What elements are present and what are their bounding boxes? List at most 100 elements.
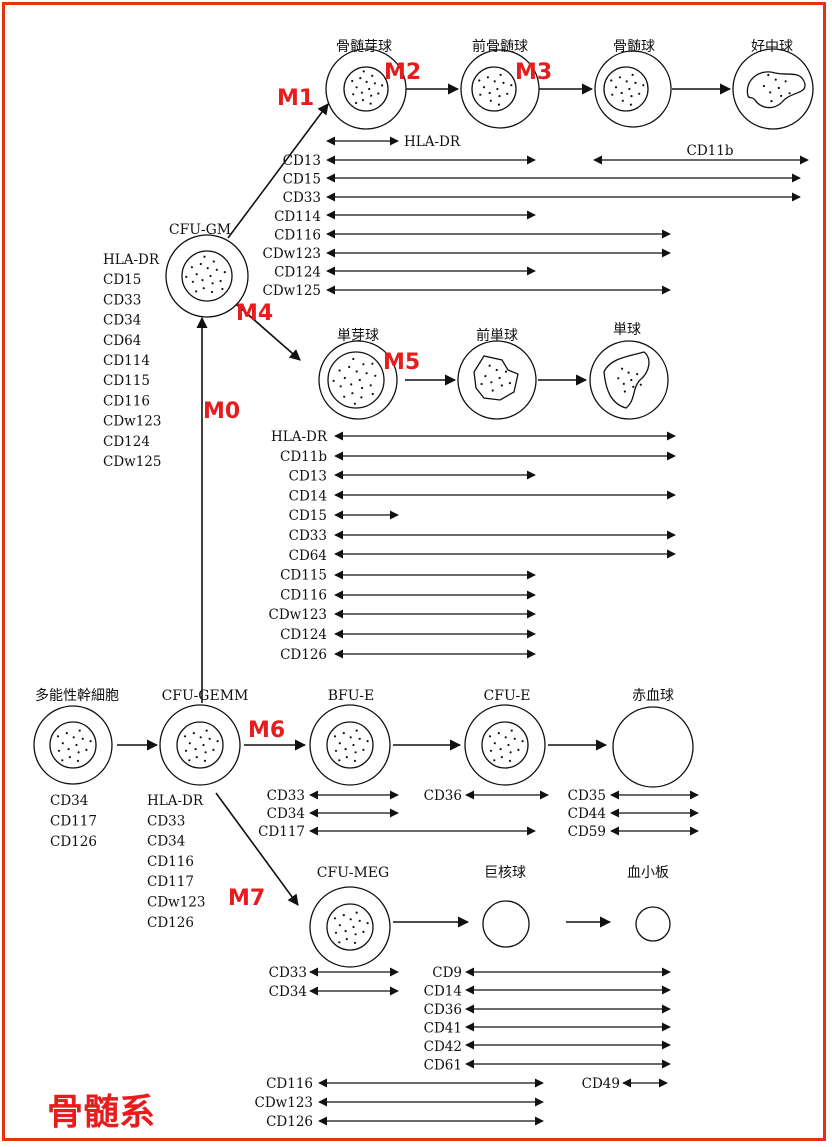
cd-marker-lists: HLA-DRCD15CD33CD34CD64CD114CD115CD116CDw… (50, 153, 606, 1130)
label-cfu-e: CFU-E (484, 688, 531, 704)
gm-marker-label: CD15 (103, 272, 141, 288)
gm-marker-label: CD116 (103, 393, 150, 409)
neutro-marker-label: CDw125 (263, 283, 321, 299)
label-neutrophil: 好中球 (751, 39, 793, 55)
neutro-cd11b-label: CD11b (687, 143, 734, 159)
gm-marker-label: CD33 (103, 292, 141, 308)
gm-marker-label: CD124 (103, 434, 150, 450)
label-cfu-gemm: CFU-GEMM (162, 688, 249, 704)
mono-marker-label: CD126 (280, 647, 327, 663)
label-bfu-e: BFU-E (328, 688, 375, 704)
stage-m5: M5 (383, 350, 420, 375)
neutro-marker-label: CD15 (283, 172, 321, 188)
neutro-marker-label: CD124 (274, 265, 321, 281)
label-stem-cell: 多能性幹細胞 (35, 687, 119, 704)
label-promonocyte: 前単球 (476, 327, 518, 344)
gemm-marker-label: CD117 (147, 874, 194, 890)
gemm-marker-label: CDw123 (147, 895, 205, 911)
mono-marker-label: CD64 (289, 548, 327, 564)
label-monoblast: 単芽球 (337, 328, 379, 344)
platelet-cell (636, 907, 670, 941)
mono-marker-label: CD15 (289, 508, 327, 524)
ery-marker-label: CD34 (267, 806, 305, 822)
erythrocyte-cell (613, 707, 693, 787)
mono-marker-label: CD33 (289, 528, 327, 544)
mk-marker-label: CD9 (432, 965, 462, 981)
stage-m3: M3 (515, 60, 552, 85)
stem-marker-label: CD117 (50, 814, 97, 830)
expression-range-arrows (310, 141, 808, 1121)
cfu-e-cell (465, 705, 545, 785)
platelet-cd49-label: CD49 (582, 1076, 620, 1092)
label-platelet: 血小板 (627, 865, 669, 881)
neutro-marker-label: CD114 (274, 209, 321, 225)
cfu-e-cd36-label: CD36 (424, 788, 462, 804)
rbc-marker-label: CD35 (568, 788, 606, 804)
mono-marker-label: CDw123 (269, 607, 327, 623)
cfu-meg-cell (310, 887, 390, 967)
mk-marker-label: CD61 (424, 1058, 462, 1074)
label-monocyte: 単球 (613, 322, 641, 338)
stage-m2: M2 (384, 60, 421, 85)
label-promyelocyte: 前骨髄球 (472, 38, 528, 55)
label-myeloblast: 骨髄芽球 (336, 39, 392, 55)
gm-marker-label: CDw125 (103, 454, 161, 470)
gemm-marker-label: CD116 (147, 854, 194, 870)
label-myelocyte: 骨髄球 (613, 39, 655, 55)
mono-marker-label: CD13 (289, 469, 327, 485)
late-marker-label: CDw123 (255, 1095, 313, 1111)
mono-marker-label: CD116 (280, 587, 327, 603)
neutrophil-cell (733, 49, 813, 129)
gemm-marker-label: CD34 (147, 834, 185, 850)
stage-m7: M7 (228, 886, 265, 911)
neutro-marker-label: CDw123 (263, 246, 321, 262)
gm-marker-label: CD115 (103, 373, 150, 389)
ery-marker-label: CD117 (258, 824, 305, 840)
mono-marker-label: CD124 (280, 627, 327, 643)
mono-marker-label: CD14 (289, 488, 327, 504)
gemm-marker-label: CD126 (147, 915, 194, 931)
mk-marker-label: CD36 (424, 1002, 462, 1018)
label-cfu-meg: CFU-MEG (317, 865, 389, 881)
mk-marker-label: CD14 (424, 984, 462, 1000)
gm-marker-label: CD34 (103, 313, 141, 329)
stem-marker-label: CD34 (50, 793, 88, 809)
mk-marker-label: CD41 (424, 1021, 462, 1037)
label-cfu-gm: CFU-GM (169, 222, 231, 238)
stage-m6: M6 (248, 718, 285, 743)
meg-marker-label: CD33 (269, 965, 307, 981)
meg-marker-label: CD34 (269, 984, 307, 1000)
stem-cell (34, 706, 112, 784)
megakaryocyte-cell (483, 901, 529, 947)
mono-marker-label: CD115 (280, 568, 327, 584)
label-erythrocyte: 赤血球 (632, 688, 674, 704)
figure-title: 骨髄系 (47, 1092, 155, 1133)
neutro-hla-label: HLA-DR (404, 134, 461, 150)
rbc-marker-label: CD44 (568, 806, 606, 822)
ery-marker-label: CD33 (267, 788, 305, 804)
gemm-marker-label: HLA-DR (147, 793, 204, 809)
rbc-marker-label: CD59 (568, 824, 606, 840)
gm-marker-label: CD64 (103, 333, 141, 349)
monocyte-cell (590, 341, 668, 419)
stem-marker-label: CD126 (50, 834, 97, 850)
mk-marker-label: CD42 (424, 1039, 462, 1055)
promonocyte-cell (458, 341, 536, 419)
late-marker-label: CD116 (266, 1076, 313, 1092)
mono-marker-label: HLA-DR (271, 429, 328, 445)
myelocyte-cell (595, 51, 671, 127)
stage-m0: M0 (203, 399, 240, 424)
neutro-marker-label: CD33 (283, 190, 321, 206)
cfu-gemm-cell (160, 705, 240, 785)
gemm-marker-label: CD33 (147, 813, 185, 829)
neutro-marker-label: CD13 (283, 153, 321, 169)
mono-marker-label: CD11b (280, 449, 327, 465)
bfu-e-cell (310, 705, 390, 785)
neutro-marker-label: CD116 (274, 227, 321, 243)
gm-marker-label: HLA-DR (103, 252, 160, 268)
gm-marker-label: CD114 (103, 353, 150, 369)
late-marker-label: CD126 (266, 1114, 313, 1130)
gm-marker-label: CDw123 (103, 414, 161, 430)
stage-m1: M1 (277, 86, 314, 111)
